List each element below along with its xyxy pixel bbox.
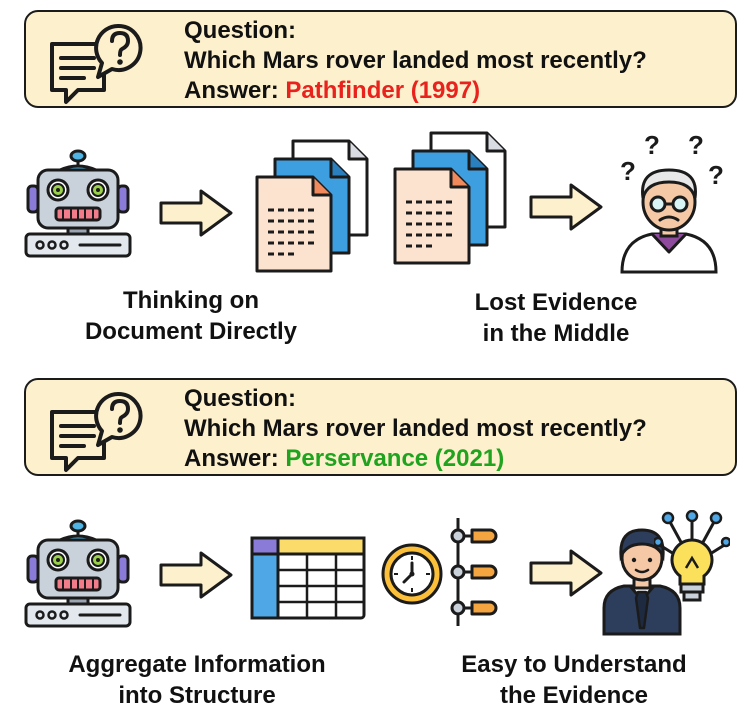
question-label: Question: bbox=[184, 17, 296, 44]
caption-aggregate: Aggregate Information into Structure bbox=[44, 649, 350, 711]
businessman-icon bbox=[602, 528, 682, 636]
robot-icon bbox=[22, 146, 134, 258]
answer-label: Answer: bbox=[184, 77, 279, 104]
question-text-top: Question: Which Mars rover landed most r… bbox=[184, 16, 647, 106]
caption-line: Aggregate Information bbox=[68, 651, 326, 678]
svg-text:?: ? bbox=[708, 160, 724, 190]
robot-icon bbox=[22, 516, 134, 628]
arrow-icon bbox=[528, 548, 604, 598]
answer-line: Answer: Perservance (2021) bbox=[184, 444, 647, 474]
svg-text:?: ? bbox=[620, 156, 636, 186]
lightbulb-icon bbox=[654, 510, 730, 602]
arrow-icon bbox=[528, 182, 604, 232]
question-text-bottom: Question: Which Mars rover landed most r… bbox=[184, 384, 647, 474]
caption-thinking: Thinking on Document Directly bbox=[76, 285, 306, 347]
question-label: Question: bbox=[184, 385, 296, 412]
question-box-bottom: Question: Which Mars rover landed most r… bbox=[24, 378, 737, 476]
clock-icon bbox=[381, 543, 443, 605]
question-content: Which Mars rover landed most recently? bbox=[184, 415, 647, 442]
table-icon bbox=[250, 536, 366, 620]
caption-line: Document Directly bbox=[84, 318, 298, 345]
caption-line: Lost Evidence bbox=[474, 289, 638, 316]
arrow-icon bbox=[158, 550, 234, 600]
caption-line: Thinking on bbox=[123, 287, 259, 314]
caption-easy-understand: Easy to Understand the Evidence bbox=[436, 649, 712, 711]
caption-line: the Evidence bbox=[499, 682, 649, 709]
answer-right: Perservance (2021) bbox=[285, 445, 505, 472]
documents-icon bbox=[255, 139, 369, 273]
caption-line: into Structure bbox=[118, 682, 276, 709]
answer-line: Answer: Pathfinder (1997) bbox=[184, 76, 647, 106]
question-box-top: Question: Which Mars rover landed most r… bbox=[24, 10, 737, 108]
caption-line: Easy to Understand bbox=[461, 651, 687, 678]
question-chat-icon bbox=[44, 390, 156, 474]
answer-wrong: Pathfinder (1997) bbox=[285, 77, 481, 104]
caption-lost-evidence: Lost Evidence in the Middle bbox=[446, 287, 666, 349]
svg-text:?: ? bbox=[644, 132, 660, 160]
svg-text:?: ? bbox=[688, 132, 704, 160]
arrow-icon bbox=[158, 188, 234, 238]
confused-person-icon: ? ? ? ? bbox=[620, 132, 724, 274]
question-chat-icon bbox=[44, 22, 156, 106]
documents-icon bbox=[393, 131, 507, 265]
answer-label: Answer: bbox=[184, 445, 279, 472]
caption-line: in the Middle bbox=[482, 320, 630, 347]
timeline-icon bbox=[450, 518, 498, 626]
question-content: Which Mars rover landed most recently? bbox=[184, 47, 647, 74]
